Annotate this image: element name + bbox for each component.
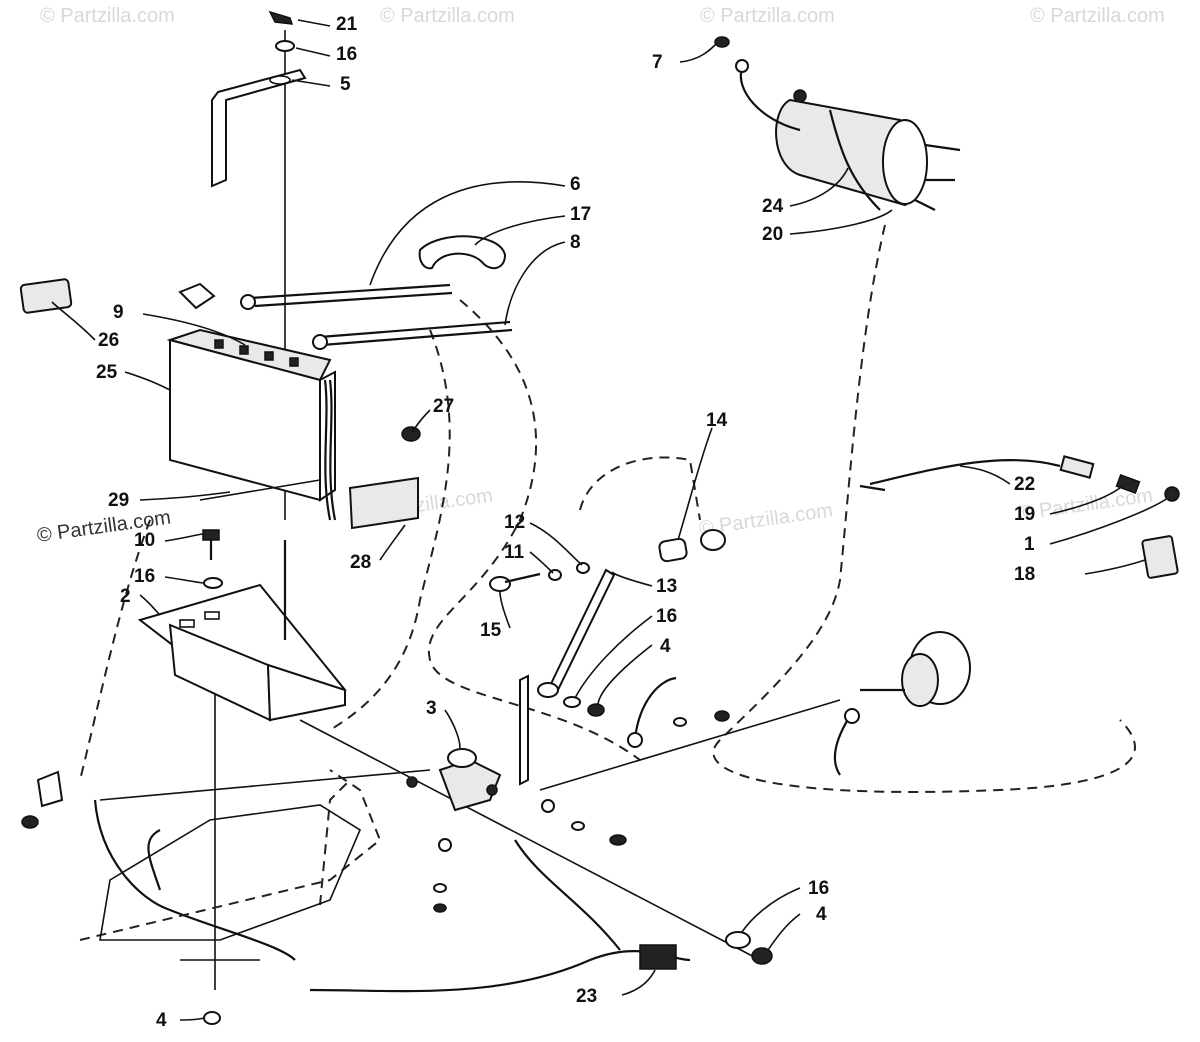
watermark: © Partzilla.com (700, 5, 835, 27)
ground-cable[interactable] (433, 799, 627, 913)
vent-cap[interactable] (401, 426, 421, 442)
callout-label: 16 (808, 878, 829, 899)
callout-label: 21 (336, 14, 358, 35)
callout-label: 9 (113, 302, 124, 323)
solenoid[interactable] (406, 674, 529, 812)
mounting-bracket[interactable] (579, 456, 726, 563)
watermark: © Partzilla.com (380, 5, 515, 27)
terminal-cap[interactable] (178, 282, 216, 310)
callout-label: 25 (96, 362, 118, 383)
callout-label: 23 (576, 986, 597, 1007)
wiring-harness[interactable] (93, 799, 691, 993)
bolt[interactable] (489, 572, 541, 592)
nut[interactable] (203, 1011, 221, 1025)
callout-label: 16 (134, 566, 155, 587)
nut[interactable] (751, 947, 773, 965)
callout-label: 8 (570, 232, 581, 253)
strap[interactable] (199, 479, 321, 501)
bolt[interactable] (202, 529, 220, 560)
callout-label: 10 (134, 530, 155, 551)
callout-label: 1 (1024, 534, 1035, 555)
battery-tray[interactable] (137, 540, 347, 722)
decal[interactable] (19, 278, 73, 314)
callout-label: 4 (156, 1010, 167, 1031)
watermark: © Partzilla.com (40, 5, 175, 27)
switch-cap[interactable] (1164, 486, 1180, 502)
washer[interactable] (725, 931, 751, 949)
callout-label: 11 (504, 542, 525, 563)
callout-label: 26 (98, 330, 119, 351)
nut[interactable] (21, 815, 39, 829)
leader-lines (51, 19, 1169, 1021)
callout-label: 16 (336, 44, 357, 65)
callout-label: 6 (570, 174, 581, 195)
switch[interactable] (1115, 473, 1141, 495)
nut[interactable] (587, 703, 605, 717)
battery-hold-down-bracket[interactable] (211, 68, 307, 188)
callout-label: 19 (1014, 504, 1035, 525)
engine-plate (79, 769, 382, 961)
callout-label: 5 (340, 74, 351, 95)
support-rod[interactable] (537, 568, 616, 698)
terminal-cap[interactable] (36, 770, 64, 808)
callout-label: 16 (656, 606, 677, 627)
callout-label: 15 (480, 620, 502, 641)
callout-label: 20 (762, 224, 783, 245)
callout-label: 28 (350, 552, 371, 573)
battery[interactable] (166, 328, 337, 521)
callout-label: 4 (816, 904, 827, 925)
callout-label: 29 (108, 490, 129, 511)
washer[interactable] (576, 562, 590, 574)
wing-nut[interactable] (268, 10, 294, 25)
callout-label: 3 (426, 698, 437, 719)
starter-cable[interactable] (714, 36, 801, 132)
callout-label: 18 (1014, 564, 1035, 585)
callout-label: 27 (433, 396, 454, 417)
callout-label: 4 (660, 636, 671, 657)
wiring-harness[interactable] (859, 455, 1095, 492)
callout-label: 14 (706, 410, 728, 431)
callout-label: 7 (652, 52, 663, 73)
callout-label: 12 (504, 512, 525, 533)
battery-pad[interactable] (348, 476, 419, 530)
callout-labels: 21 16 5 7 6 17 8 24 20 9 26 25 27 29 10 … (96, 14, 1035, 1031)
watermark: © Partzilla.com (1030, 5, 1165, 27)
horn[interactable] (860, 631, 971, 707)
callout-label: 24 (762, 196, 784, 217)
washer[interactable] (275, 40, 295, 52)
harness-dashed-lines (79, 224, 1136, 906)
callout-label: 13 (656, 576, 677, 597)
clamp[interactable] (418, 235, 507, 270)
battery-cable-positive[interactable] (240, 283, 453, 310)
callout-label: 22 (1014, 474, 1035, 495)
decal[interactable] (1141, 535, 1179, 579)
washer[interactable] (203, 577, 223, 589)
starter-motor[interactable] (775, 89, 961, 211)
battery-cable-negative[interactable] (312, 320, 513, 350)
cable[interactable] (627, 676, 860, 776)
callout-label: 2 (120, 586, 131, 607)
callout-label: 17 (570, 204, 591, 225)
washer[interactable] (563, 696, 581, 708)
